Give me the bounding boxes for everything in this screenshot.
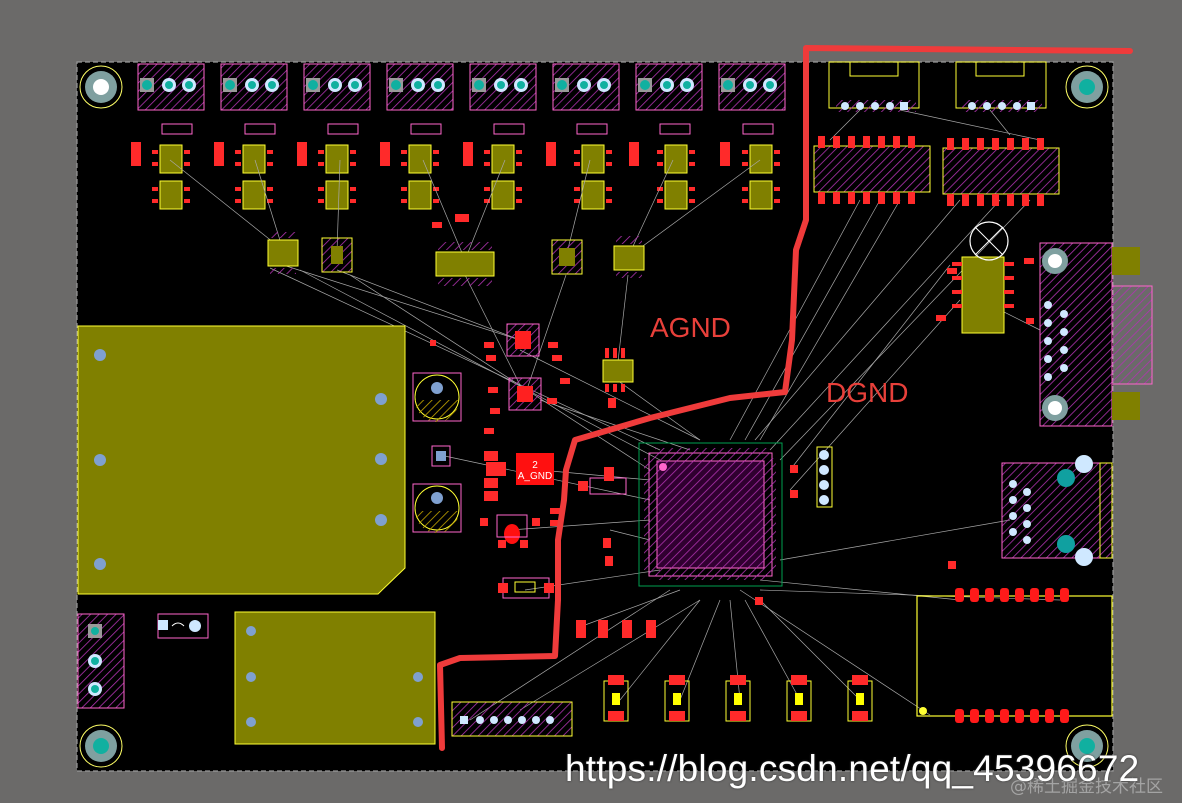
- header-4pin[interactable]: [816, 446, 833, 508]
- mounting-hole-top-left[interactable]: [79, 65, 123, 109]
- copper-pour-left[interactable]: [77, 325, 406, 595]
- watermark-url: https://blog.csdn.net/qq_45396672: [565, 748, 1140, 789]
- mcu-qfp[interactable]: [638, 442, 783, 587]
- terminal-connector[interactable]: [386, 63, 454, 111]
- terminal-connector[interactable]: [220, 63, 288, 111]
- terminal-connector[interactable]: [552, 63, 620, 111]
- crosshair-marker[interactable]: [969, 221, 1009, 261]
- pin-header-bottom[interactable]: [451, 701, 573, 737]
- channel-block[interactable]: [214, 123, 276, 210]
- power-connector-bottom-left[interactable]: [77, 613, 125, 709]
- push-button[interactable]: [847, 675, 873, 722]
- mounting-hole-bottom-left[interactable]: [79, 724, 123, 768]
- terminal-connector[interactable]: [635, 63, 703, 111]
- net-label: 2 A_GND: [516, 460, 554, 482]
- led-red[interactable]: [496, 514, 528, 544]
- push-button[interactable]: [725, 675, 751, 722]
- ic-right-transceiver[interactable]: [952, 256, 1014, 334]
- mounting-hole-bottom-right[interactable]: [1065, 724, 1109, 768]
- ic-u4[interactable]: [551, 239, 583, 275]
- dgnd-region-label: DGND: [826, 377, 909, 408]
- connector-top-right-2[interactable]: [955, 61, 1047, 112]
- push-button[interactable]: [603, 675, 629, 722]
- channel-block[interactable]: [380, 123, 442, 210]
- push-buttons: [603, 675, 873, 722]
- qfn-chip-1[interactable]: [506, 323, 540, 357]
- agnd-net-tie[interactable]: [486, 453, 627, 495]
- channel-block[interactable]: [297, 123, 359, 210]
- ic-u2[interactable]: [321, 237, 353, 273]
- mounting-hole-top-right[interactable]: [1065, 65, 1109, 109]
- db9-connector[interactable]: [1039, 242, 1153, 427]
- rj-connector[interactable]: [1001, 455, 1113, 566]
- analog-channel-blocks: [131, 123, 780, 210]
- terminal-connector[interactable]: [718, 63, 786, 111]
- ground-split-line[interactable]: [437, 45, 1133, 751]
- qfn-chip-2[interactable]: [508, 377, 542, 411]
- push-button[interactable]: [786, 675, 812, 722]
- jumper-2pin[interactable]: [157, 613, 209, 639]
- terminal-connector[interactable]: [303, 63, 371, 111]
- terminal-connector[interactable]: [469, 63, 537, 111]
- module-footprint[interactable]: [916, 588, 1113, 723]
- watermark-credit: @稀土掘金技术社区: [1010, 777, 1163, 797]
- passive-components: [430, 222, 1034, 638]
- channel-block[interactable]: [546, 123, 612, 210]
- net-label-pin: 2: [532, 460, 538, 471]
- copper-pour-bottom[interactable]: [234, 611, 436, 745]
- fuse-holder[interactable]: [498, 577, 554, 599]
- ic-u5[interactable]: [613, 236, 645, 278]
- so8-chip[interactable]: [602, 348, 634, 392]
- ic-u3[interactable]: [435, 214, 495, 286]
- electrolytic-capacitor-1[interactable]: [412, 372, 462, 422]
- small-diode[interactable]: [431, 445, 451, 467]
- ic-soic-top-right-2[interactable]: [942, 138, 1060, 206]
- ic-u1[interactable]: [267, 232, 299, 274]
- agnd-region-label: AGND: [650, 312, 731, 343]
- push-button[interactable]: [664, 675, 690, 722]
- ic-soic-top-right-1[interactable]: [813, 136, 931, 204]
- channel-block[interactable]: [720, 123, 780, 210]
- terminal-connector[interactable]: [137, 63, 205, 111]
- electrolytic-capacitor-2[interactable]: [412, 483, 462, 533]
- channel-block[interactable]: [131, 123, 193, 210]
- terminal-connectors-row: [137, 63, 786, 111]
- net-label-name: A_GND: [517, 471, 553, 482]
- connector-top-right-1[interactable]: [828, 61, 920, 112]
- channel-block[interactable]: [463, 123, 525, 210]
